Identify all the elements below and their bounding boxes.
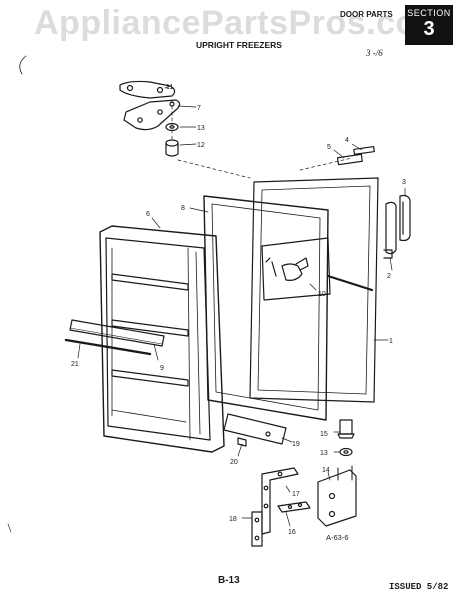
callout-14: 14	[322, 467, 330, 474]
spacer-block-part	[336, 153, 363, 166]
pen-mark	[19, 55, 27, 75]
handwritten-note: 3 -/6	[366, 48, 383, 58]
callout-4: 4	[345, 137, 349, 144]
header-category: DOOR PARTS	[340, 10, 393, 19]
hinge-shim-part	[277, 501, 311, 513]
liner-shelf-1	[111, 273, 189, 291]
retainer-rod-part	[64, 338, 152, 356]
callout-13-top: 13	[197, 125, 205, 132]
callout-16: 16	[288, 529, 296, 536]
callout-3: 3	[402, 179, 406, 186]
hinge-pin-part	[337, 419, 355, 439]
section-number: 3	[423, 18, 435, 40]
alignment-line	[177, 159, 251, 179]
callout-8: 9	[160, 365, 164, 372]
top-hinge-bracket-part	[123, 99, 181, 131]
issued-date: ISSUED 5/82	[389, 582, 449, 592]
callout-11: 12	[197, 142, 205, 149]
figure-code: A-63-6	[326, 533, 349, 542]
callout-7: 8	[181, 205, 185, 212]
liner-shelf-3	[111, 369, 189, 387]
latch-leader-line	[326, 274, 374, 292]
section-badge: SECTION 3	[405, 5, 453, 45]
callout-5: 5	[327, 144, 331, 151]
callout-20: 20	[230, 459, 238, 466]
alignment-line	[299, 157, 353, 171]
handle-bracket-part	[385, 201, 397, 255]
callout-10: 7	[197, 105, 201, 112]
callout-1: 1	[389, 338, 393, 345]
part-callout-labels: 11 7 13 12 1 2 3 4 5 6 8 9 10 13 14 15 1…	[71, 84, 406, 542]
page-number: B-13	[218, 575, 240, 586]
page-title: UPRIGHT FREEZERS	[196, 40, 282, 50]
callout-13-lower: 13	[320, 450, 328, 457]
callout-21: 21	[71, 361, 79, 368]
latch-cylinder-part	[281, 263, 303, 281]
inner-door-liner-part	[99, 225, 225, 453]
top-hinge-plate-part	[119, 80, 176, 99]
hinge-bracket-plate-part	[261, 467, 299, 535]
callout-19: 19	[292, 441, 300, 448]
latch-detail-inset	[261, 237, 331, 301]
lower-washer-part	[339, 447, 353, 457]
small-hinge-plate-part	[251, 511, 263, 547]
outer-door-panel-part	[249, 177, 379, 403]
callout-2: 2	[387, 273, 391, 280]
bottom-hinge-part	[317, 465, 357, 527]
watermark-text: AppliancePartsPros.com	[34, 4, 448, 42]
bottom-hinge-cover-part	[223, 413, 287, 445]
section-label: SECTION	[407, 8, 451, 18]
handle-bracket-tab	[383, 249, 393, 259]
door-handle-part	[399, 194, 411, 242]
callout-17: 17	[292, 491, 300, 498]
pen-mark	[7, 523, 12, 533]
lower-washer-hole	[343, 450, 349, 454]
callout-9: 10	[318, 291, 326, 298]
cover-screw-part	[237, 437, 247, 447]
callout-12: 11	[166, 84, 173, 91]
callout-15: 15	[320, 431, 328, 438]
callout-leader-lines	[77, 85, 406, 527]
trim-strip-part	[353, 146, 375, 155]
liner-shelf-2	[111, 319, 189, 337]
callout-18: 18	[229, 516, 237, 523]
top-bushing-part	[165, 139, 179, 157]
shelf-bar-part	[69, 319, 165, 347]
cover-screw-hole	[265, 431, 271, 437]
callout-6: 6	[146, 211, 150, 218]
door-gasket-part	[203, 195, 329, 421]
